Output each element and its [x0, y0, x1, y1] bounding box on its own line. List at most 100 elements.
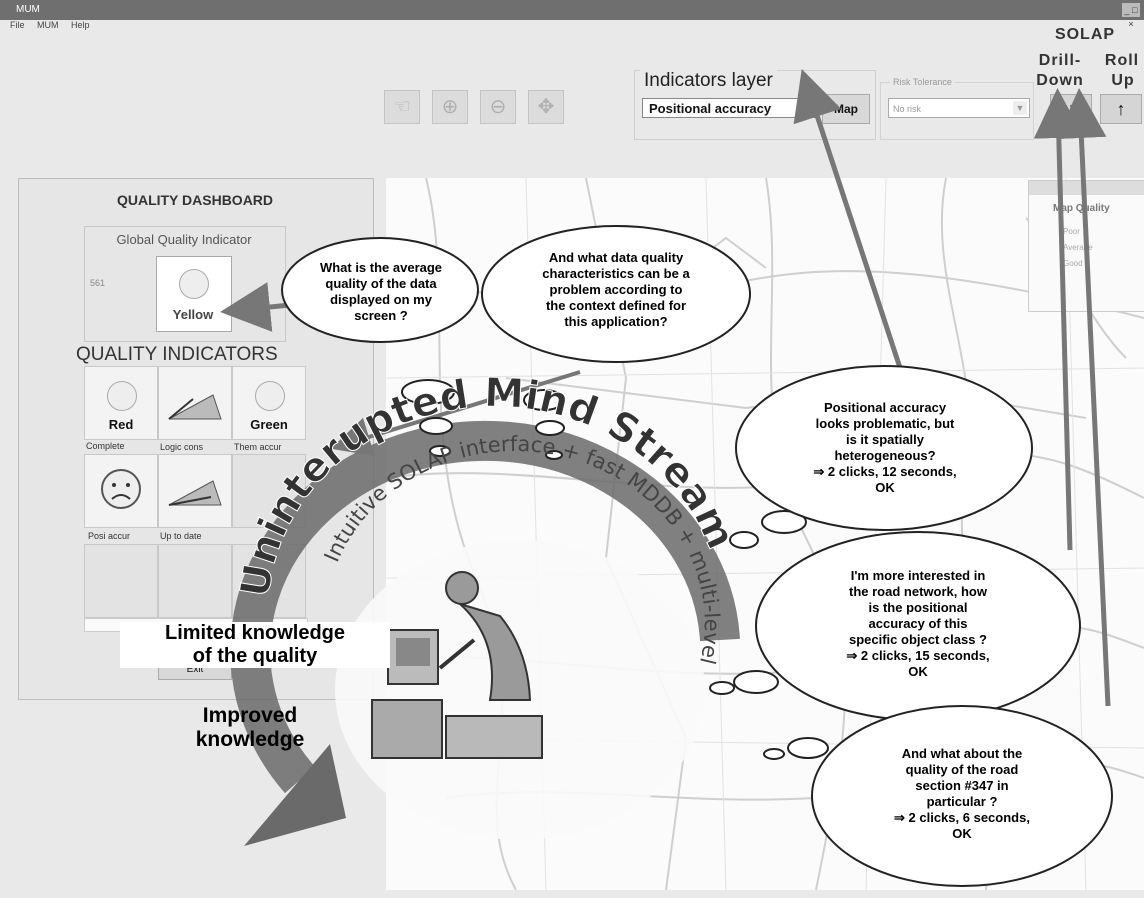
move-button[interactable]: ✥ — [528, 90, 564, 124]
global-quality-indicator[interactable] — [156, 256, 232, 332]
improved-knowledge-caption: Improved knowledge — [150, 704, 350, 752]
thought-bubble-5 — [811, 705, 1113, 887]
legend-title: Map Quality — [1053, 203, 1110, 214]
drill-label-2: Down — [1036, 72, 1084, 89]
status-light-icon — [107, 381, 137, 411]
global-quality-title: Global Quality Indicator — [116, 232, 252, 247]
bubble-line: the road network, how — [849, 584, 987, 599]
zoom-in-icon: ⊕ — [441, 96, 459, 118]
indicator-cell-up-to-date[interactable] — [158, 454, 232, 528]
bubble-line: section #347 in — [915, 778, 1009, 793]
indicator-status: Red — [108, 417, 134, 432]
indicator-cell-logic[interactable] — [158, 366, 232, 440]
menu-help[interactable]: Help — [71, 20, 90, 30]
indicator-status: Green — [250, 417, 288, 432]
bubble-line: What is the average — [319, 260, 443, 275]
global-quality-status: Yellow — [172, 307, 214, 322]
window-controls[interactable]: _ □ × — [1122, 3, 1140, 29]
thought-bubble-2 — [481, 225, 751, 363]
title-bar: MUM _ □ × — [0, 0, 1144, 29]
arrow-up-icon: ↑ — [1116, 99, 1126, 119]
quality-indicators-title: QUALITY INDICATORS — [76, 344, 278, 365]
roll-label-1: Roll — [1104, 52, 1140, 69]
arrow-to-indicators — [330, 370, 581, 457]
chevron-down-icon[interactable]: ▼ — [1013, 101, 1027, 115]
bubble-line: OK — [875, 480, 895, 495]
indicator-label: Posi accur — [88, 531, 131, 541]
bubble-line: And what data quality — [548, 250, 684, 265]
solap-title: SOLAP — [1054, 26, 1116, 43]
bubble-line: ⇒ 2 clicks, 6 seconds, — [894, 810, 1030, 825]
thought-bubble-3 — [735, 365, 1033, 531]
legend-item-poor: Poor — [1063, 227, 1080, 236]
risk-tolerance-title: Risk Tolerance — [890, 77, 955, 87]
indicator-label: Complete — [86, 441, 125, 451]
caption-line: Improved — [202, 704, 298, 727]
bubble-line: is the positional — [868, 600, 968, 615]
global-quality-value: 561 — [90, 278, 106, 288]
bubble-line: specific object class ? — [848, 632, 987, 647]
indicator-cell-complete[interactable]: Red — [84, 366, 158, 440]
indicator-cell-thematic[interactable]: Green — [232, 366, 306, 440]
arrow-to-drill-down-1 — [1033, 88, 1084, 551]
bubble-line: OK — [908, 664, 928, 679]
caption-line: of the quality — [192, 645, 318, 667]
zoom-in-button[interactable]: ⊕ — [432, 90, 468, 124]
thought-trail — [401, 379, 829, 760]
bubble-1-text: What is the average quality of the data … — [296, 260, 466, 324]
gauge-icon — [168, 480, 222, 506]
hand-icon: ☜ — [393, 96, 411, 118]
bubble-line: ⇒ 2 clicks, 12 seconds, — [813, 464, 957, 479]
indicator-cell-positional[interactable] — [84, 454, 158, 528]
risk-tolerance-value: No risk — [893, 104, 922, 114]
sad-face-icon — [101, 469, 141, 509]
menu-bar: File MUM Help — [0, 20, 90, 36]
indicator-label: Up to date — [160, 531, 202, 541]
caption-line: knowledge — [195, 728, 305, 751]
menu-mum[interactable]: MUM — [37, 20, 59, 30]
bubble-line: screen ? — [354, 308, 408, 323]
bubble-line: problem according to — [549, 282, 683, 297]
pan-hand-button[interactable]: ☜ — [384, 90, 420, 124]
bubble-line: ⇒ 2 clicks, 15 seconds, — [846, 648, 990, 663]
bubble-line: OK — [952, 826, 972, 841]
bubble-line: accuracy of this — [868, 616, 968, 631]
bubble-2-text: And what data quality characteristics ca… — [500, 250, 732, 330]
arrow-to-drill-down-2 — [1056, 88, 1111, 707]
caption-line: Limited knowledge — [164, 622, 346, 644]
bubble-line: is it spatially — [845, 432, 925, 447]
bubble-line: particular ? — [926, 794, 998, 809]
gauge-icon — [168, 394, 222, 420]
bubble-line: looks problematic, but — [815, 416, 955, 431]
bubble-line: this application? — [564, 314, 668, 329]
bubble-line: quality of the road — [905, 762, 1019, 777]
dashboard-title: QUALITY DASHBOARD — [116, 192, 274, 208]
bubble-line: heterogeneous? — [834, 448, 936, 463]
legend-item-good: Good — [1063, 259, 1083, 268]
indicator-label: Logic cons — [160, 442, 204, 452]
bubble-3-text: Positional accuracy looks problematic, b… — [774, 400, 996, 496]
indicator-cell-empty — [84, 544, 158, 618]
move-icon: ✥ — [537, 96, 555, 118]
legend-item-average: Average — [1063, 243, 1093, 252]
bubble-line: I'm more interested in — [850, 568, 986, 583]
risk-tolerance-group — [880, 82, 1034, 140]
limited-knowledge-caption: Limited knowledge of the quality — [120, 622, 390, 668]
zoom-out-icon: ⊖ — [489, 96, 507, 118]
arc-arrowhead — [244, 744, 346, 846]
zoom-out-button[interactable]: ⊖ — [480, 90, 516, 124]
thinker-figure — [371, 571, 543, 759]
roll-label-2: Up — [1111, 72, 1135, 89]
bubble-line: Positional accuracy — [823, 400, 947, 415]
arrow-to-indicators-layer — [793, 69, 907, 381]
bubble-line: the context defined for — [545, 298, 687, 313]
risk-tolerance-select[interactable]: No risk ▼ — [888, 98, 1030, 118]
indicators-layer-value: Positional accuracy — [649, 101, 772, 116]
menu-file[interactable]: File — [10, 20, 25, 30]
window-title: MUM — [16, 4, 40, 15]
bubble-line: displayed on my — [330, 292, 432, 307]
bubble-5-text: And what about the quality of the road s… — [850, 746, 1074, 842]
status-light-icon — [255, 381, 285, 411]
bubble-line: quality of the data — [325, 276, 437, 291]
